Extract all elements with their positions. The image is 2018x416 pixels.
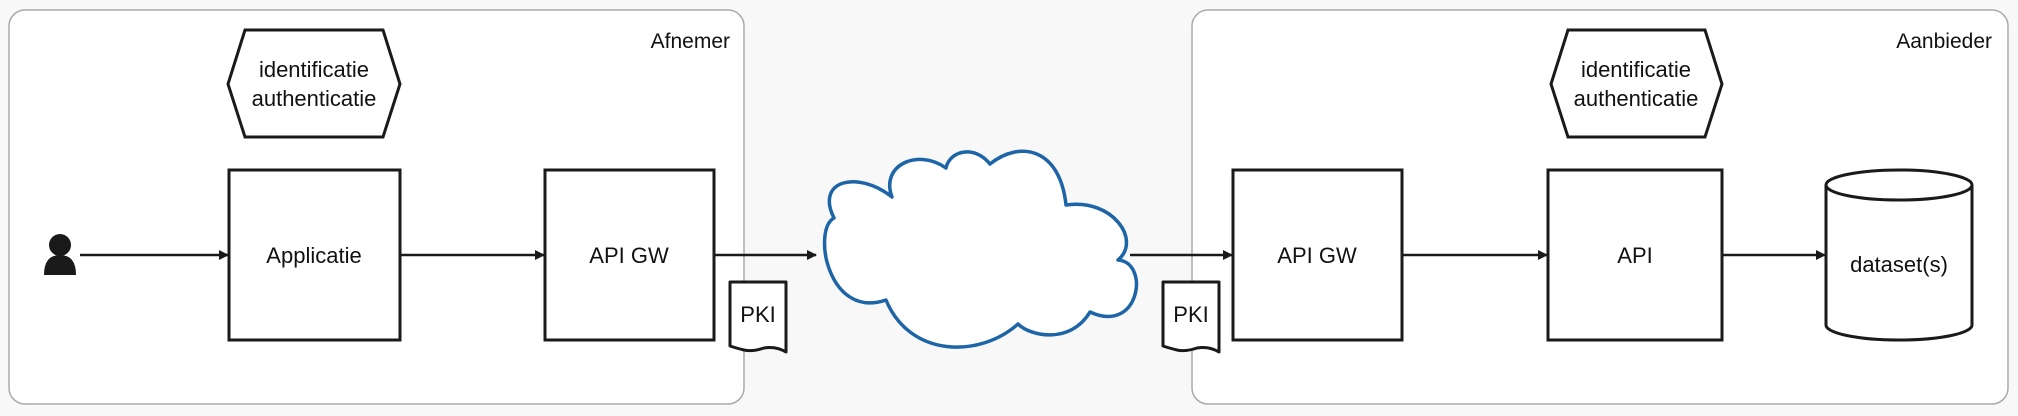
consumer-auth-hexagon: identificatie authenticatie [226, 28, 402, 139]
api-box: API [1546, 168, 1724, 342]
consumer-pki-document: PKI [728, 280, 788, 354]
cloud-icon [822, 149, 1139, 349]
provider-group-label: Aanbieder [1896, 30, 1992, 53]
consumer-gateway-label: API GW [589, 243, 669, 268]
application-label: Applicatie [266, 243, 361, 268]
provider-auth-line1: identificatie [1581, 57, 1691, 82]
consumer-pki-label: PKI [740, 302, 775, 327]
provider-pki-label: PKI [1173, 302, 1208, 327]
provider-pki-document: PKI [1161, 280, 1221, 354]
consumer-auth-line1: identificatie [259, 57, 369, 82]
api-label: API [1617, 243, 1652, 268]
application-box: Applicatie [227, 168, 402, 342]
provider-gateway-label: API GW [1277, 243, 1357, 268]
consumer-auth-line2: authenticatie [252, 86, 377, 111]
dataset-label: dataset(s) [1850, 252, 1948, 277]
provider-auth-hexagon: identificatie authenticatie [1549, 28, 1724, 139]
consumer-group-label: Afnemer [651, 30, 730, 53]
provider-gateway-box: API GW [1231, 168, 1404, 342]
user-icon [44, 234, 76, 275]
provider-auth-line2: authenticatie [1574, 86, 1699, 111]
consumer-gateway-box: API GW [543, 168, 716, 342]
dataset-cylinder: dataset(s) [1824, 168, 1974, 342]
